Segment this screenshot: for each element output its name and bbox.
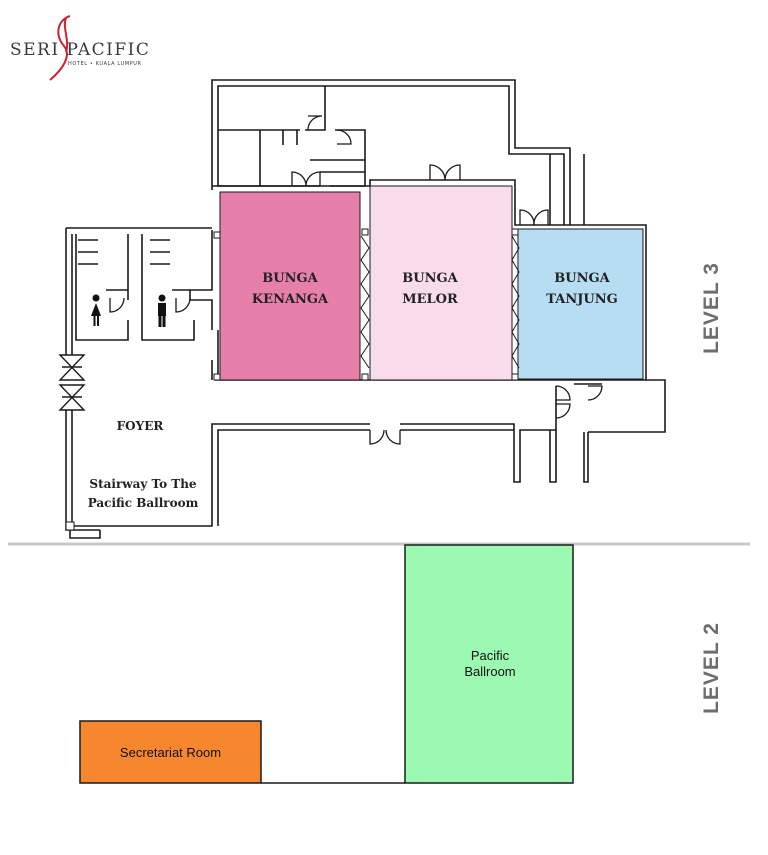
label-secretariat-room: Secretariat Room bbox=[119, 745, 222, 760]
logo-wordmark: SERI PACIFIC bbox=[10, 40, 151, 60]
label-pacific-ballroom: Pacific Ballroom bbox=[464, 648, 516, 679]
room-bunga-melor[interactable] bbox=[369, 185, 513, 381]
hotel-logo: SERI PACIFIC HOTEL • KUALA LUMPUR bbox=[10, 14, 149, 84]
label-foyer: FOYER bbox=[116, 419, 164, 433]
room-bunga-kenanga[interactable] bbox=[219, 191, 361, 381]
columns bbox=[65, 228, 519, 531]
secretariat-room[interactable] bbox=[79, 720, 262, 784]
female-restroom-icon bbox=[91, 294, 101, 326]
pacific-ballroom[interactable] bbox=[404, 544, 574, 784]
level-3-tag: LEVEL 3 bbox=[700, 262, 723, 354]
label-bunga-kenanga: BUNGA KENANGA bbox=[251, 271, 329, 307]
room-bunga-tanjung[interactable] bbox=[517, 228, 644, 380]
label-stairway: Stairway To The Pacific Ballroom bbox=[87, 477, 199, 510]
male-restroom-icon bbox=[158, 294, 166, 327]
label-bunga-melor: BUNGA MELOR bbox=[402, 271, 458, 307]
level-3-walls bbox=[65, 79, 666, 539]
seri-pacific-logo bbox=[49, 15, 71, 81]
foyer-entrance-doors bbox=[58, 354, 86, 411]
label-bunga-tanjung: BUNGA TANJUNG bbox=[546, 271, 618, 307]
logo-subtitle: HOTEL • KUALA LUMPUR bbox=[68, 61, 142, 67]
movable-partitions bbox=[360, 235, 520, 369]
level-2-tag: LEVEL 2 bbox=[700, 622, 723, 714]
